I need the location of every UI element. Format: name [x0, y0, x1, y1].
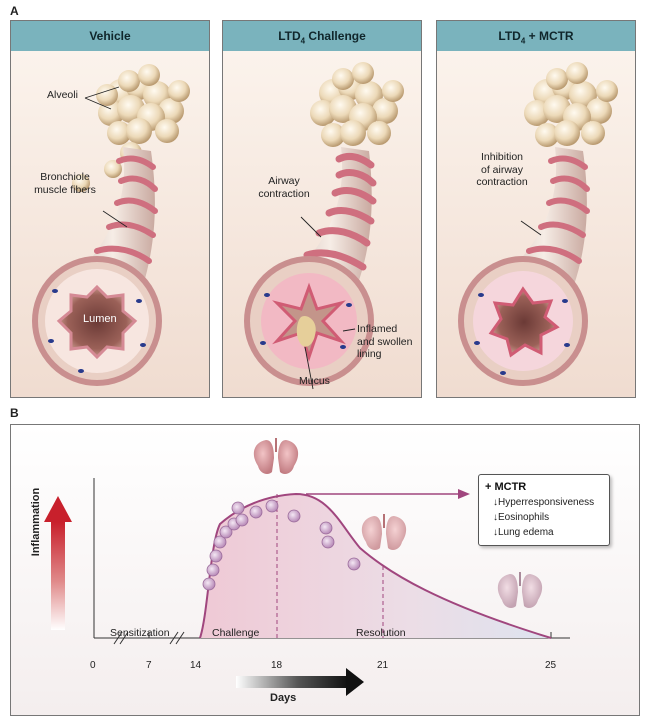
muscle-pointer — [102, 210, 128, 228]
panel-a-letter: A — [10, 4, 19, 18]
alveoli-cluster — [524, 62, 618, 147]
resolving-lungs-icon — [361, 514, 407, 550]
contraction-pointer — [300, 216, 322, 238]
inhibition-pointer — [520, 220, 542, 236]
x-axis-label: Days — [270, 692, 297, 704]
effect-lung-edema: ↓Lung edema — [493, 527, 554, 538]
mucus-label: Mucus — [299, 375, 330, 387]
inflammatory-cells — [202, 499, 361, 591]
protected-bronchiole-illustration — [458, 62, 618, 386]
days-arrow — [236, 668, 364, 696]
mctr-effects-title: + MCTR — [485, 481, 527, 493]
wall-cells — [260, 293, 352, 349]
effect-eosinophils: ↓Eosinophils — [493, 512, 550, 523]
inflammation-area — [200, 494, 551, 638]
alveoli-label: Alveoli — [47, 89, 78, 101]
constricted-bronchiole-illustration — [244, 62, 404, 390]
tick-7: 7 — [146, 660, 152, 671]
sensitization-phase-label: Sensitization — [110, 627, 170, 639]
tick-18: 18 — [271, 660, 283, 671]
effect-hyperresponsiveness: ↓Hyperresponsiveness — [493, 497, 595, 508]
tick-21: 21 — [377, 660, 389, 671]
tick-14: 14 — [190, 660, 202, 671]
inflamed-lungs-icon — [253, 438, 299, 474]
vehicle-panel: Vehicle — [10, 20, 210, 398]
wall-cells — [48, 289, 146, 373]
challenge-phase-label: Challenge — [212, 627, 260, 639]
alveoli-cluster — [310, 62, 404, 147]
mucus-plug — [296, 315, 316, 347]
y-axis-label: Inflammation — [30, 487, 42, 557]
panel-b-letter: B — [10, 406, 19, 420]
normal-bronchiole-illustration — [32, 64, 190, 386]
lumen-label: Lumen — [83, 313, 117, 325]
inflamed-pointer — [342, 328, 356, 332]
resolved-lungs-icon — [497, 572, 543, 608]
inflammation-timeline-diagram — [44, 438, 570, 696]
inflammation-up-arrow — [44, 496, 72, 630]
wall-cells — [474, 293, 570, 375]
tick-25: 25 — [545, 660, 557, 671]
resolution-phase-label: Resolution — [356, 627, 406, 639]
alveoli-pointers — [84, 86, 120, 110]
mctr-effects-box: + MCTR ↓Hyperresponsiveness ↓Eosinophils… — [478, 474, 610, 546]
axis-breaks — [113, 631, 185, 645]
vehicle-panel-title: Vehicle — [11, 21, 209, 51]
lumen-opening — [488, 286, 560, 358]
mctr-panel-title: LTD4 + MCTR — [437, 21, 635, 51]
inflammation-curve — [199, 492, 552, 639]
challenge-panel-title: LTD4 Challenge — [223, 21, 421, 51]
tick-0: 0 — [90, 660, 96, 671]
mucus-pointer — [304, 346, 314, 390]
lumen-opening — [56, 284, 138, 360]
mctr-arrow-head — [458, 489, 470, 499]
